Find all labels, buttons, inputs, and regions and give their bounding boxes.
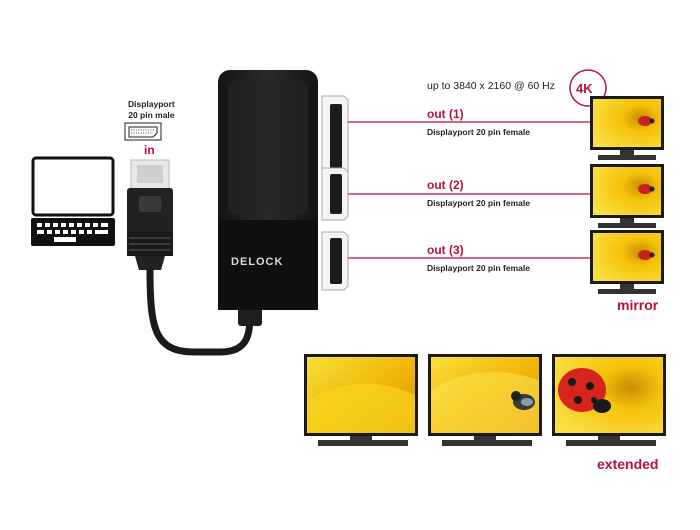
output-desc-2: Displayport 20 pin female: [427, 198, 530, 208]
4k-badge: 4K: [576, 81, 593, 96]
mst-hub-device: [218, 70, 318, 310]
monitor-icon: [428, 354, 542, 446]
displayport-connector-icon: [124, 122, 162, 141]
output-desc-3: Displayport 20 pin female: [427, 263, 530, 273]
input-connector-line2: 20 pin male: [128, 110, 175, 120]
monitor-icon: [590, 230, 664, 294]
ladybug-icon: [638, 184, 655, 194]
monitor-icon: [590, 96, 664, 160]
extended-mode-label: extended: [597, 456, 659, 472]
output-port-3: [321, 231, 349, 291]
output-label-1: out (1): [427, 107, 464, 121]
ladybug-icon: [558, 368, 611, 413]
output-port-2: [321, 167, 349, 221]
input-connector-line1: Displayport: [128, 99, 175, 109]
ladybug-icon: [638, 250, 655, 260]
mirror-mode-label: mirror: [617, 297, 659, 313]
input-connector-label: Displayport 20 pin male: [128, 99, 175, 121]
output-label-2: out (2): [427, 178, 464, 192]
monitor-icon: [304, 354, 418, 446]
resolution-note: up to 3840 x 2160 @ 60 Hz: [427, 80, 555, 92]
ladybug-icon: [638, 116, 655, 126]
output-label-3: out (3): [427, 243, 464, 257]
brand-logo: DELOCK: [231, 256, 284, 268]
ladybug-icon: [511, 391, 535, 410]
monitor-icon: [552, 354, 666, 446]
connection-lines: [348, 121, 593, 259]
adapter-cable: [127, 159, 262, 356]
input-label: in: [144, 143, 155, 157]
monitor-icon: [590, 164, 664, 228]
output-desc-1: Displayport 20 pin female: [427, 127, 530, 137]
laptop-icon: [31, 156, 115, 246]
